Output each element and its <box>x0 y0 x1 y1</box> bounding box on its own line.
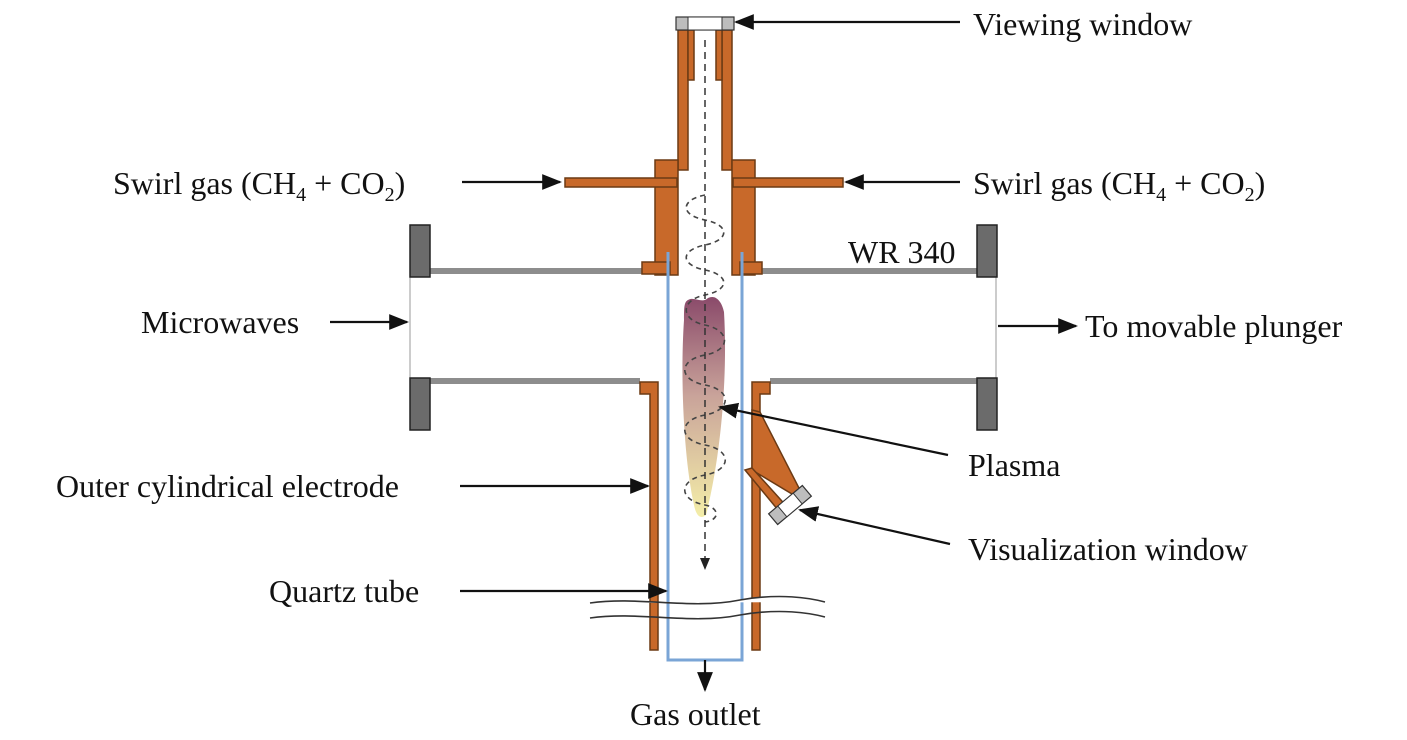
visualization-window-label: Visualization window <box>968 531 1248 567</box>
microwaves-label: Microwaves <box>141 304 299 340</box>
right-swirl-inlet-tube <box>732 177 844 188</box>
right-flange-bottom <box>976 377 998 431</box>
plasma-arrow <box>718 402 949 457</box>
visualization-window <box>767 484 813 526</box>
visualization-window-arrow <box>798 506 951 546</box>
viewing-window-cap <box>675 16 735 31</box>
left-flange-bottom <box>409 377 431 431</box>
outer-electrode <box>639 381 802 651</box>
outer-electrode-label: Outer cylindrical electrode <box>56 468 399 504</box>
left-swirl-inlet-tube <box>564 177 678 188</box>
plasma <box>682 296 726 517</box>
quartz-tube-label: Quartz tube <box>269 573 419 609</box>
top-copper-structure <box>641 29 763 276</box>
viewing-window-label: Viewing window <box>973 6 1192 42</box>
waveguide-label: WR 340 <box>848 234 956 270</box>
swirl-gas-right-label: Swirl gas (CH4 + CO2) <box>973 165 1265 206</box>
break-lines <box>589 595 826 620</box>
right-flange-top <box>976 224 998 278</box>
plasma-label: Plasma <box>968 447 1060 483</box>
to-plunger-label: To movable plunger <box>1085 308 1343 344</box>
swirl-gas-left-label: Swirl gas (CH4 + CO2) <box>113 165 405 206</box>
gas-outlet-label: Gas outlet <box>630 696 761 732</box>
left-flange-top <box>409 224 431 278</box>
